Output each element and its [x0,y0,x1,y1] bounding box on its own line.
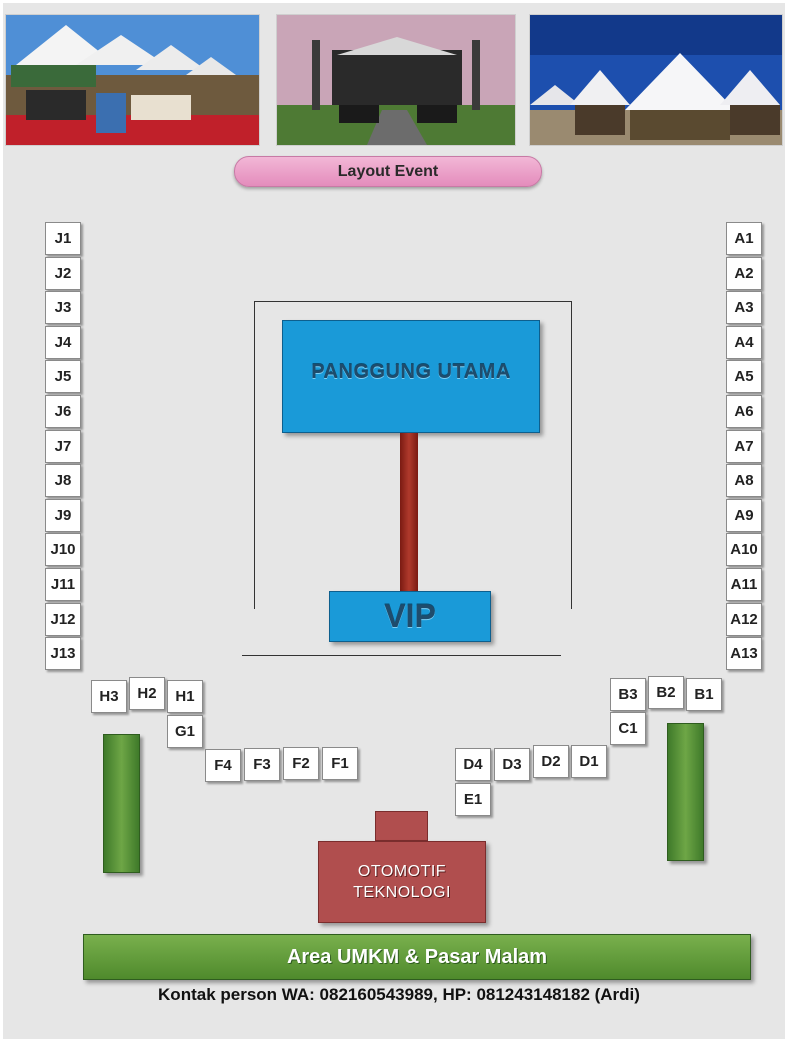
booth-j9[interactable]: J9 [45,498,81,532]
booth-a2[interactable]: A2 [726,256,762,290]
layout-title: Layout Event [234,156,542,187]
booth-a4[interactable]: A4 [726,325,762,359]
booth-j10[interactable]: J10 [45,533,81,567]
booth-f3[interactable]: F3 [244,748,280,781]
otomotif-label-line1: OTOMOTIF [357,863,447,880]
green-area-right [667,723,704,861]
otomotif-entrance [375,811,428,841]
booth-e1[interactable]: E1 [455,783,491,816]
booth-j8[interactable]: J8 [45,464,81,498]
booth-a9[interactable]: A9 [726,498,762,532]
booth-j11[interactable]: J11 [45,568,81,601]
umkm-area: Area UMKM & Pasar Malam [83,934,751,980]
booth-a13[interactable]: A13 [726,637,762,671]
booth-h2[interactable]: H2 [129,677,165,710]
stage-area-top-line [254,301,572,302]
otomotif-teknologi-area: OTOMOTIF TEKNOLOGI [318,841,486,923]
concert-stage-photo [276,14,516,146]
booth-a10[interactable]: A10 [726,533,762,567]
booth-c1[interactable]: C1 [610,712,646,745]
booth-a12[interactable]: A12 [726,602,762,636]
booth-a5[interactable]: A5 [726,360,762,394]
booth-f1[interactable]: F1 [322,747,358,780]
contact-info: Kontak person WA: 082160543989, HP: 0812… [158,985,640,1004]
booth-a1[interactable]: A1 [726,222,762,255]
booth-j6[interactable]: J6 [45,395,81,428]
vip-area: VIP [329,591,491,642]
booth-j2[interactable]: J2 [45,256,81,290]
main-stage: PANGGUNG UTAMA [282,320,540,433]
booth-j4[interactable]: J4 [45,325,81,359]
booth-a8[interactable]: A8 [726,464,762,498]
otomotif-label-line2: TEKNOLOGI [353,884,451,901]
booth-b3[interactable]: B3 [610,678,646,711]
booth-j5[interactable]: J5 [45,360,81,394]
booth-a6[interactable]: A6 [726,395,762,428]
stage-area-left-line [254,301,255,609]
booth-h3[interactable]: H3 [91,680,127,713]
booth-f2[interactable]: F2 [283,747,319,780]
green-area-left [103,734,140,873]
booth-d1[interactable]: D1 [571,745,607,778]
booth-a11[interactable]: A11 [726,568,762,601]
booth-d2[interactable]: D2 [533,745,569,778]
booth-j13[interactable]: J13 [45,637,81,671]
booth-f4[interactable]: F4 [205,749,241,782]
booth-a7[interactable]: A7 [726,429,762,463]
booth-j7[interactable]: J7 [45,429,81,463]
tent-booths-photo [5,14,260,146]
booth-j1[interactable]: J1 [45,222,81,255]
white-tents-photo [529,14,783,146]
booth-j12[interactable]: J12 [45,602,81,636]
booth-g1[interactable]: G1 [167,715,203,748]
stage-runway [400,433,418,593]
booth-h1[interactable]: H1 [167,680,203,713]
booth-d4[interactable]: D4 [455,748,491,781]
booth-j3[interactable]: J3 [45,291,81,325]
booth-b2[interactable]: B2 [648,676,684,709]
booth-d3[interactable]: D3 [494,748,530,781]
stage-area-bottom-line [242,655,561,656]
booth-a3[interactable]: A3 [726,291,762,325]
booth-b1[interactable]: B1 [686,678,722,711]
stage-area-right-line [571,301,572,609]
